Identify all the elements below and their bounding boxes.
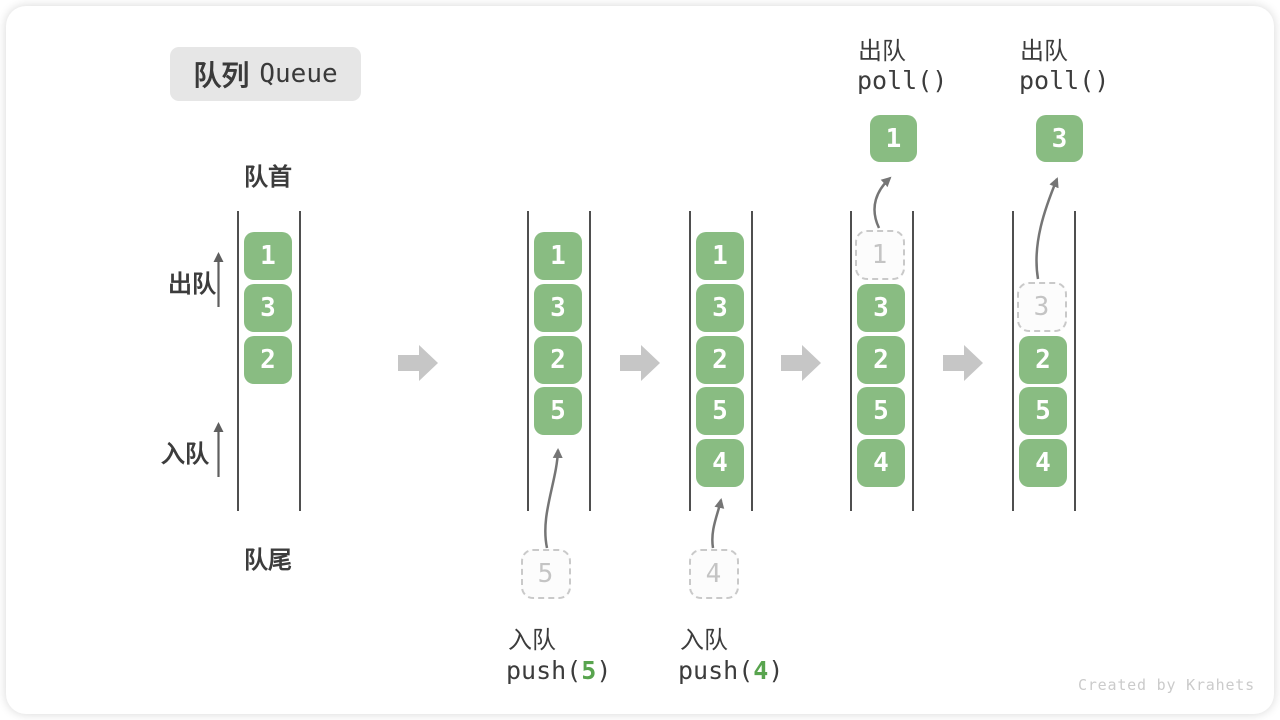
queue-cell: 1	[534, 232, 582, 280]
column1-right-rail	[299, 211, 301, 511]
queue-cell: 1	[244, 232, 292, 280]
column2-right-rail	[589, 211, 591, 511]
push5-code-prefix: push(	[506, 656, 582, 685]
title-en: Queue	[259, 59, 338, 89]
queue-cell: 5	[696, 387, 744, 435]
queue-cell: 2	[534, 336, 582, 384]
credit-text: Created by Krahets	[1078, 676, 1255, 694]
column3-right-rail	[751, 211, 753, 511]
polled-value-cell: 3	[1036, 115, 1083, 162]
incoming-value-cell: 4	[688, 548, 739, 599]
push5-code-suffix: )	[596, 656, 612, 685]
queue-cell: 5	[534, 387, 582, 435]
push5-code: push(5)	[506, 656, 611, 685]
label-enqueue-side: 入队	[161, 441, 209, 468]
push4-label: 入队	[680, 627, 728, 654]
column2-left-rail	[527, 211, 529, 511]
push4-code: push(4)	[678, 656, 783, 685]
queue-cell: 2	[696, 336, 744, 384]
polled-value-cell: 1	[870, 115, 917, 162]
queue-cell: 5	[857, 387, 905, 435]
push4-code-prefix: push(	[678, 656, 754, 685]
queue-cell: 3	[857, 284, 905, 332]
push5-code-arg: 5	[581, 656, 597, 685]
queue-cell: 3	[696, 284, 744, 332]
queue-cell: 2	[244, 336, 292, 384]
column4-right-rail	[912, 211, 914, 511]
push4-code-suffix: )	[768, 656, 784, 685]
column5-right-rail	[1074, 211, 1076, 511]
column3-left-rail	[689, 211, 691, 511]
removed-cell: 3	[1016, 281, 1067, 332]
push4-code-arg: 4	[753, 656, 769, 685]
column1-left-rail	[237, 211, 239, 511]
title-badge: 队列 Queue	[170, 47, 361, 101]
label-queue-front: 队首	[244, 164, 292, 191]
diagram-card	[6, 6, 1274, 714]
removed-cell: 1	[854, 229, 905, 280]
column4-left-rail	[850, 211, 852, 511]
title-zh: 队列	[193, 60, 250, 91]
queue-cell: 4	[696, 439, 744, 487]
queue-cell: 4	[1019, 439, 1067, 487]
queue-cell: 5	[1019, 387, 1067, 435]
queue-cell: 3	[534, 284, 582, 332]
poll1-code: poll()	[857, 66, 948, 95]
queue-cell: 2	[1019, 336, 1067, 384]
label-queue-rear: 队尾	[244, 547, 292, 574]
queue-cell: 2	[857, 336, 905, 384]
column5-left-rail	[1012, 211, 1014, 511]
label-dequeue-side: 出队	[168, 271, 216, 298]
queue-cell: 4	[857, 439, 905, 487]
push5-label: 入队	[508, 627, 556, 654]
queue-cell: 1	[696, 232, 744, 280]
poll1-label: 出队	[858, 38, 906, 65]
queue-cell: 3	[244, 284, 292, 332]
poll3-code: poll()	[1019, 66, 1110, 95]
poll3-label: 出队	[1020, 38, 1068, 65]
incoming-value-cell: 5	[520, 548, 571, 599]
